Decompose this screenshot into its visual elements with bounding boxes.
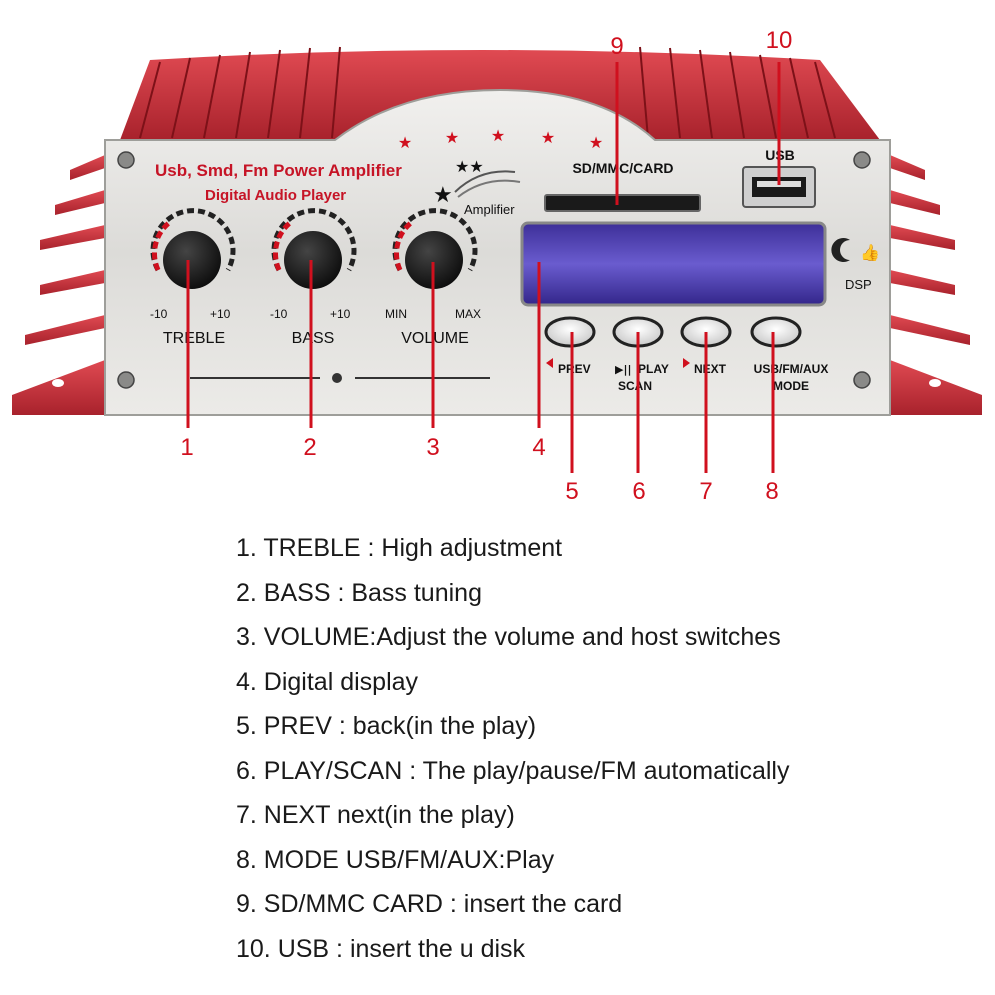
card-slot[interactable] xyxy=(544,194,701,212)
callout-lines xyxy=(186,62,781,473)
volume-label: VOLUME xyxy=(401,330,469,347)
description-item: 9. SD/MMC CARD : insert the card xyxy=(236,890,623,918)
treble-label: TREBLE xyxy=(163,330,225,347)
description-item: 6. PLAY/SCAN : The play/pause/FM automat… xyxy=(236,756,790,785)
callout-3: 3 xyxy=(426,434,439,461)
knob-treble[interactable]: -10 +10 TREBLE xyxy=(150,208,236,347)
description-item: 7. NEXT next(in the play) xyxy=(236,801,515,829)
scan-label: SCAN xyxy=(618,379,652,393)
button-prev[interactable]: PREV xyxy=(544,316,596,376)
callout-numbers: 1 2 3 4 5 6 7 8 9 10 xyxy=(180,27,792,500)
description-list: 1. TREBLE : High adjustment 2. BASS : Ba… xyxy=(236,532,976,977)
bass-label: BASS xyxy=(292,330,335,347)
thumbs-up-icon: 👍 xyxy=(860,243,880,262)
play-pause-icon: ▶|| xyxy=(615,363,632,376)
callout-2: 2 xyxy=(303,434,316,461)
treble-max: +10 xyxy=(210,307,231,321)
description-item: 3. VOLUME:Adjust the volume and host swi… xyxy=(236,623,781,651)
svg-text:★: ★ xyxy=(398,133,412,152)
bass-max: +10 xyxy=(330,307,351,321)
play-label: PLAY xyxy=(638,362,669,376)
dsp-label: DSP xyxy=(845,277,872,292)
panel-subtitle: Digital Audio Player xyxy=(205,187,346,204)
amplifier-logo: ★★ ★ Amplifier xyxy=(433,157,521,217)
svg-text:★: ★ xyxy=(541,128,555,147)
card-slot-label: SD/MMC/CARD xyxy=(572,160,673,176)
panel-divider xyxy=(190,373,490,383)
mode-line2: MODE xyxy=(773,379,809,393)
amplifier-illustration: ★★★ ★★ Usb, Smd, Fm Power Amplifier Digi… xyxy=(12,27,982,500)
knob-volume[interactable]: MIN MAX VOLUME xyxy=(385,208,481,347)
panel-title: Usb, Smd, Fm Power Amplifier xyxy=(155,161,402,180)
digital-display xyxy=(520,221,827,307)
next-triangle-icon xyxy=(683,358,690,368)
panel-screws xyxy=(117,151,871,389)
callout-1: 1 xyxy=(180,434,193,461)
prev-triangle-icon xyxy=(546,358,553,368)
knob-bass[interactable]: -10 +10 BASS xyxy=(270,208,357,347)
treble-min: -10 xyxy=(150,307,168,321)
svg-text:★: ★ xyxy=(445,128,459,147)
svg-text:★: ★ xyxy=(491,126,505,145)
svg-text:★: ★ xyxy=(589,133,603,152)
svg-text:★★: ★★ xyxy=(455,157,484,176)
mode-line1: USB/FM/AUX xyxy=(754,362,829,376)
description-item: 10. USB : insert the u disk xyxy=(236,934,526,963)
callout-9: 9 xyxy=(610,33,623,60)
logo-text: Amplifier xyxy=(464,202,515,217)
volume-max: MAX xyxy=(455,307,481,321)
prev-label: PREV xyxy=(558,362,591,376)
decorative-stars: ★ ★ ★ ★ ★ xyxy=(398,126,603,152)
description-item: 8. MODE USB/FM/AUX:Play xyxy=(236,845,555,874)
callout-6: 6 xyxy=(632,478,645,500)
description-item: 2. BASS : Bass tuning xyxy=(236,578,482,607)
volume-min: MIN xyxy=(385,307,407,321)
callout-4: 4 xyxy=(532,434,545,461)
description-item: 1. TREBLE : High adjustment xyxy=(236,534,563,562)
dsp-logo: 👍 DSP xyxy=(831,238,880,292)
button-mode[interactable]: USB/FM/AUX MODE xyxy=(750,316,829,393)
callout-7: 7 xyxy=(699,478,712,500)
callout-10: 10 xyxy=(766,27,793,54)
callout-8: 8 xyxy=(765,478,778,500)
next-label: NEXT xyxy=(694,362,727,376)
bass-min: -10 xyxy=(270,307,288,321)
description-item: 5. PREV : back(in the play) xyxy=(236,712,537,740)
callout-5: 5 xyxy=(565,478,578,500)
description-item: 4. Digital display xyxy=(236,667,419,696)
svg-text:★: ★ xyxy=(433,183,453,208)
